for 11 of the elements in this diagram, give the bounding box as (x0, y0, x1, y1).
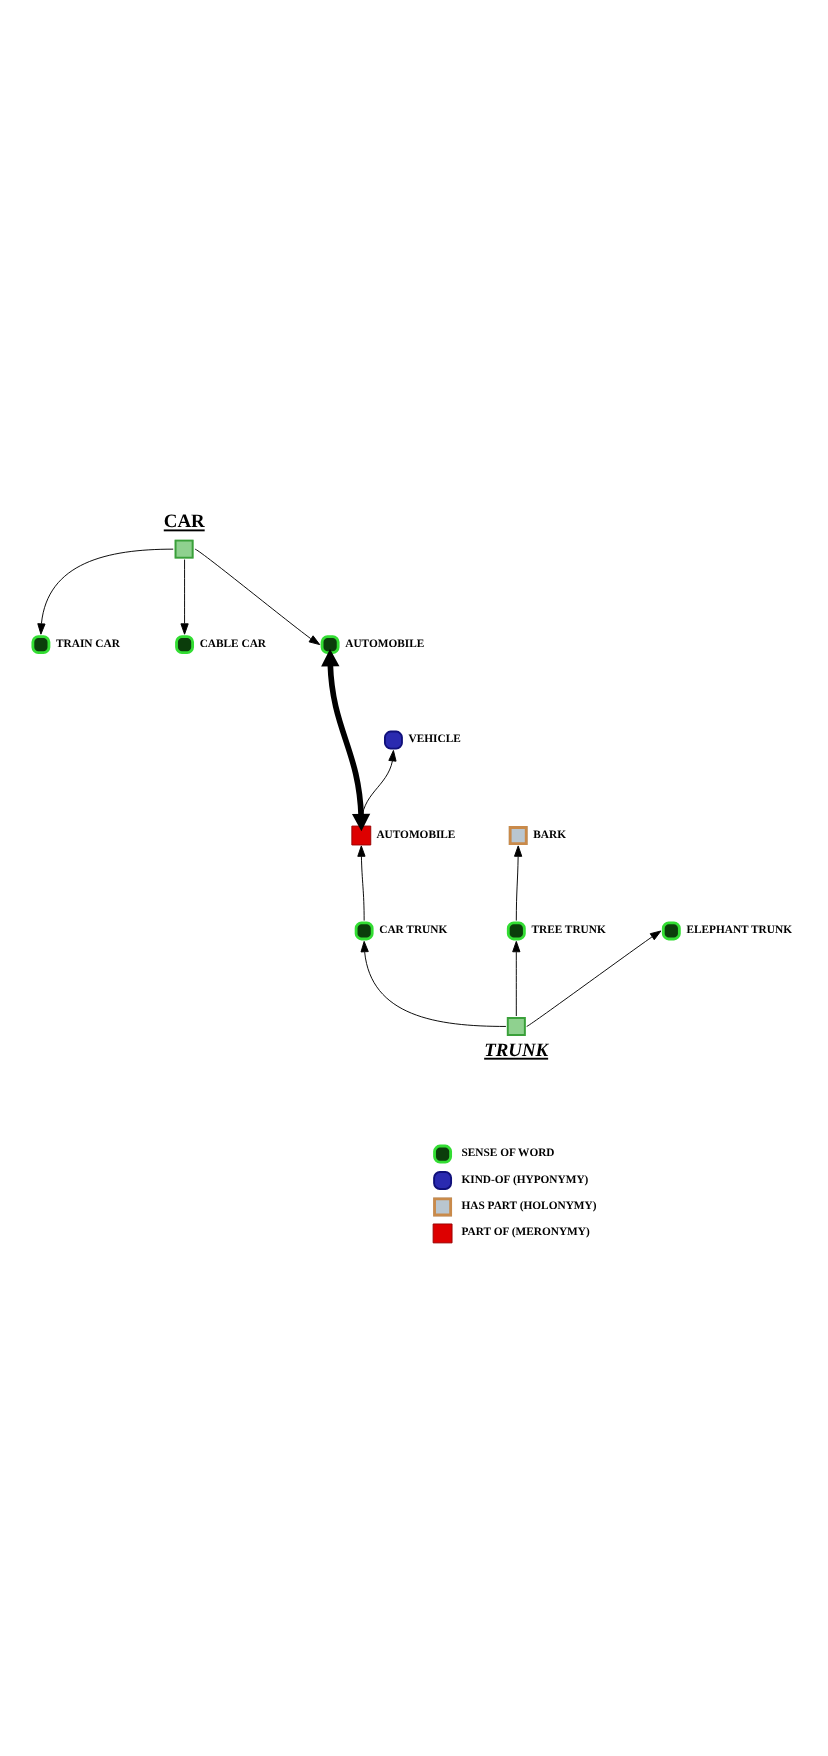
arrow (321, 647, 371, 831)
arrow (180, 558, 189, 634)
arrow (514, 844, 523, 921)
node-label: TRUNK (484, 1040, 549, 1061)
arrow (357, 844, 366, 921)
arrow (512, 939, 521, 1016)
arrow (526, 929, 662, 1026)
node-label: CAR (163, 512, 205, 533)
arrow (194, 547, 321, 645)
arrow (37, 547, 174, 634)
arrow (360, 939, 507, 1026)
